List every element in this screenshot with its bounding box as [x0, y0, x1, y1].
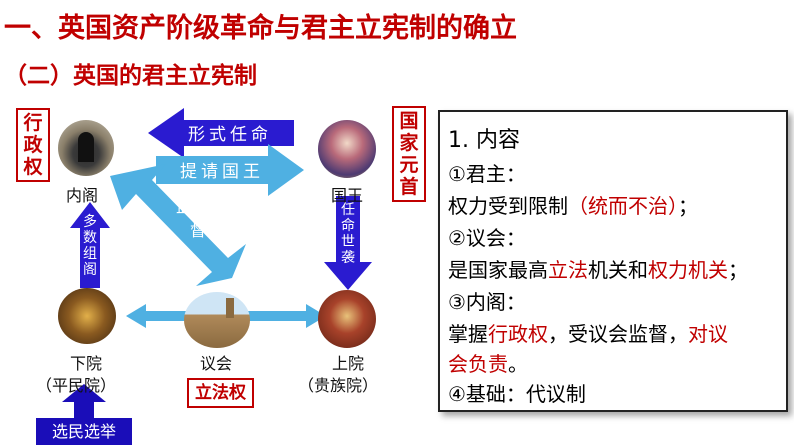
supervise-label-1: 监	[176, 197, 192, 216]
cab-text-b: 行政权	[488, 322, 548, 346]
parl-text-e: ；	[728, 258, 748, 282]
parliament-image	[184, 292, 250, 348]
parl-text-a: 是国家最高	[448, 258, 548, 282]
legislative-power-box: 立法权	[187, 378, 254, 408]
basis-text: ④基础：代议制	[448, 382, 586, 406]
parl-text-c: 机关和	[588, 258, 648, 282]
majority-cabinet-arrow	[70, 202, 110, 288]
supervise-label-2: 督	[190, 221, 206, 240]
panel-heading: 1. 内容	[448, 128, 520, 153]
lords-label: 上院	[332, 354, 365, 373]
lords-image	[318, 290, 376, 348]
appoint-hereditary-arrow	[324, 196, 372, 290]
cabinet-text-2: 会负责。	[448, 348, 528, 377]
voter-election-label: 选民选举	[36, 418, 132, 445]
cab-text-f: 。	[508, 352, 528, 376]
page-title: 一、英国资产阶级革命与君主立宪制的确立	[4, 13, 517, 44]
formal-appointment-label: 形式任命	[188, 125, 272, 145]
commons-alt-label: （平民院）	[36, 376, 117, 395]
nominate-label: 提请国王	[180, 162, 264, 182]
page-subtitle: （二）英国的君主立宪制	[4, 63, 257, 89]
parl-text-d: 权力机关	[648, 258, 728, 282]
cabinet-text: 掌握行政权，受议会监督，对议	[448, 318, 728, 347]
monarch-text: 权力受到限制（统而不治）；	[448, 190, 698, 219]
door-icon	[78, 132, 94, 162]
monarch-label: ①君主：	[448, 162, 526, 186]
parliament-text: 是国家最高立法机关和权力机关；	[448, 254, 748, 283]
cabinet-image	[58, 120, 114, 176]
monarch-text-b: （统而不治）	[568, 194, 678, 218]
voter-election-arrow	[62, 384, 106, 418]
cab-text-a: 掌握	[448, 322, 488, 346]
king-label: 国王	[331, 186, 364, 205]
formal-appointment-arrow	[148, 108, 294, 158]
lords-alt-label: （贵族院）	[298, 376, 379, 395]
head-of-state-text: 国家元首	[399, 110, 419, 198]
head-of-state-box: 国家元首	[392, 106, 426, 202]
nominate-arrow	[156, 144, 304, 196]
commons-label: 下院	[70, 354, 103, 373]
majority-cabinet-label: 多数组阁	[83, 213, 97, 278]
monarch-text-a: 权力受到限制	[448, 194, 568, 218]
cab-text-d: 对议	[688, 322, 728, 346]
executive-power-box: 行政权	[16, 108, 50, 182]
commons-image	[58, 288, 116, 344]
clock-tower-icon	[226, 298, 234, 318]
monarch-text-c: ；	[678, 194, 698, 218]
parliament-label: 议会	[200, 354, 233, 373]
responsible-supervise-arrow	[110, 164, 246, 286]
executive-power-text: 行政权	[23, 112, 43, 178]
responsible-label-2: 责	[152, 231, 168, 250]
king-image	[318, 120, 376, 178]
parl-text-b: 立法	[548, 258, 588, 282]
cab-text-c: ，受议会监督，	[548, 322, 688, 346]
cabinet-label: 内阁	[66, 186, 99, 205]
parliament-heading: ②议会：	[448, 226, 526, 250]
cab-text-e: 会负责	[448, 352, 508, 376]
appoint-hereditary-label: 任命世袭	[341, 202, 355, 266]
content-panel: 1. 内容 ①君主： 权力受到限制（统而不治）； ②议会： 是国家最高立法机关和…	[438, 110, 788, 412]
responsible-label-1: 负	[140, 207, 156, 226]
cabinet-heading: ③内阁：	[448, 290, 526, 314]
